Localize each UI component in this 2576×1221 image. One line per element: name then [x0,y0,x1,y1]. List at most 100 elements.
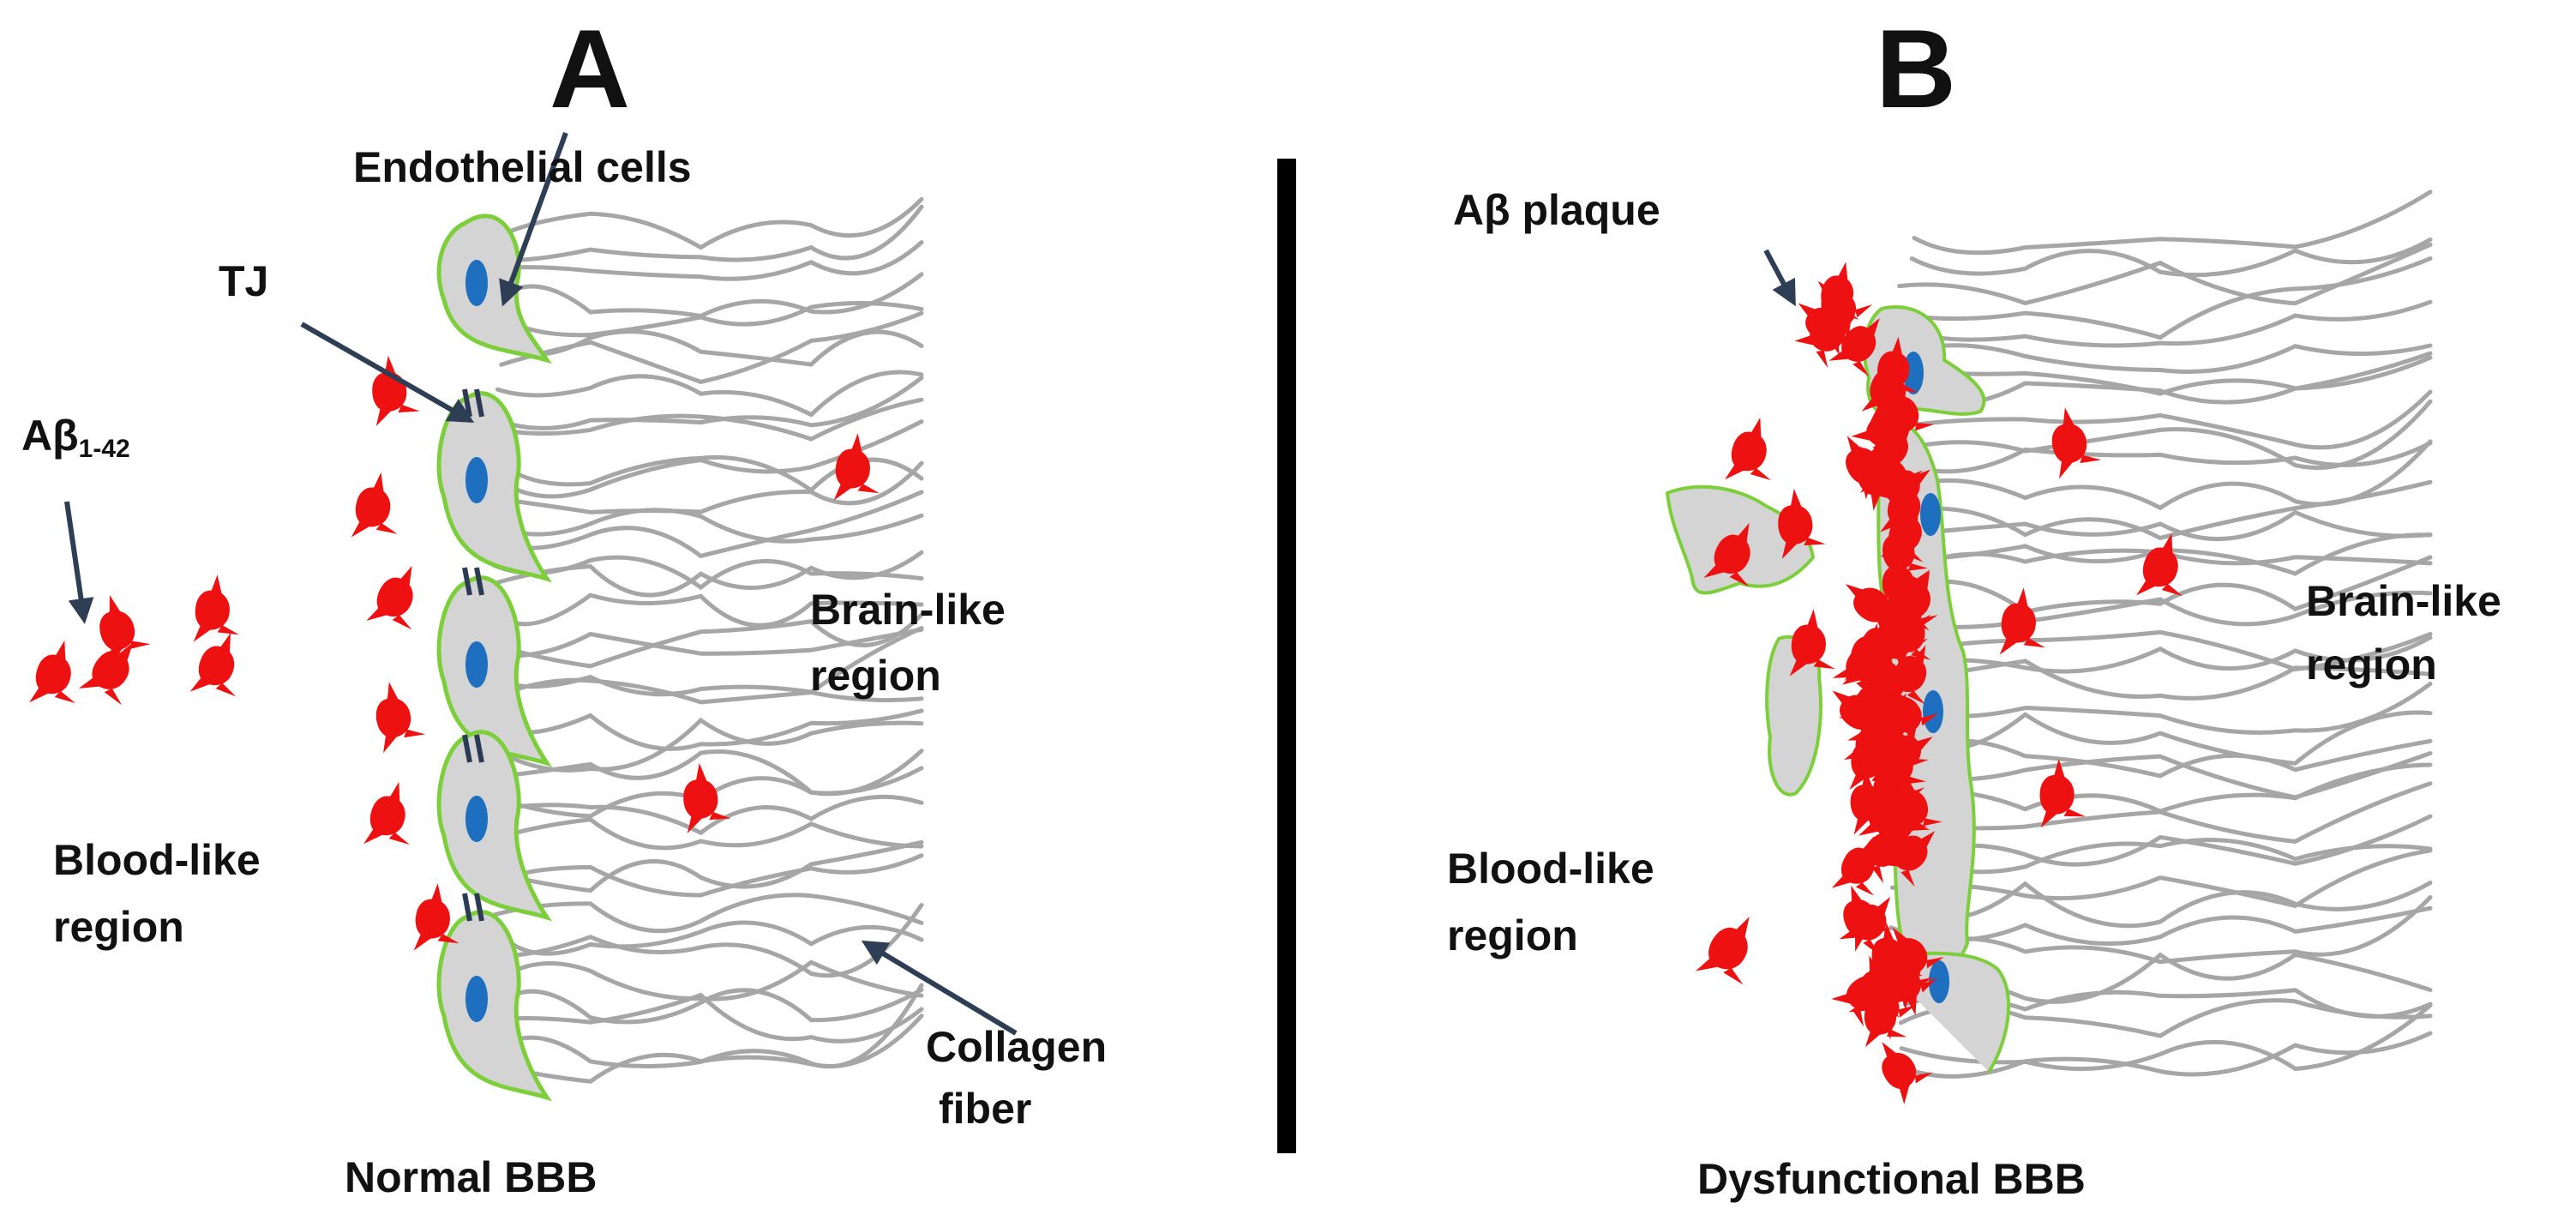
collagen-fiber [1900,1031,2433,1079]
abeta-peptide [365,676,428,754]
collagen-fiber [1912,189,2433,256]
collagen-fiber [1903,838,2433,875]
collagen-fiber [1908,781,2433,844]
cell-nucleus [1923,690,1943,733]
collagen-label-line2: fiber [939,1085,1031,1133]
collagen-fiber [501,625,924,697]
collagen-fibers-b [1888,189,2433,1079]
collagen-fiber [485,240,924,281]
collagen-fiber [1907,751,2433,800]
collagen-fiber [1894,814,2433,867]
blood-like-label-b-line1: Blood-like [1447,845,1654,893]
panel-a: A Endothelial cells TJ Aβ1-42 Brain-like… [21,6,1107,1201]
abeta-peptide [366,557,433,637]
abeta-peptide [1864,1029,1937,1104]
collagen-fiber [493,959,924,1001]
collagen-fiber [1901,509,2433,542]
cell-nucleus [465,260,488,306]
abeta-peptide [1696,905,1771,992]
collagen-fiber [1892,441,2433,474]
collagen-fiber [494,902,924,978]
cell-nucleus [465,457,488,503]
collagen-fiber [502,204,924,262]
tight-junction [462,893,472,922]
panel-divider [1277,159,1296,1153]
endothelial-cell [436,214,552,364]
abeta-peptide [1725,412,1782,488]
collagen-fiber [1888,479,2433,541]
endothelial-cell [436,730,552,922]
collagen-fiber [502,853,924,898]
brain-like-label-line1: Brain-like [810,586,1006,634]
endothelial-cell [436,910,552,1102]
collagen-fibers-a [477,196,924,1084]
collagen-arrow [861,940,1018,1036]
collagen-fiber [489,893,924,934]
collagen-fiber [1891,256,2433,340]
collagen-fiber [489,817,924,851]
collagen-fiber [478,550,924,598]
collagen-fiber [1911,343,2433,374]
endothelial-cells-label: Endothelial cells [353,143,692,191]
endothelial-cell [436,575,552,767]
collagen-fiber [480,627,924,659]
endothelial-cell [436,391,552,583]
panel-a-letter: A [549,6,630,131]
abeta-peptide [29,635,87,711]
cell-nucleus [1929,960,1949,1003]
brain-like-label-b-line2: region [2306,641,2437,689]
abeta-peptide [193,574,239,642]
abeta-peptide [189,626,252,704]
collagen-fiber [501,920,924,956]
collagen-fiber [501,708,924,751]
tight-junction [462,567,472,596]
collagen-fiber [487,397,924,442]
tj-arrow [300,322,475,423]
collagen-fiber [482,508,924,544]
cell-nucleus [465,641,488,688]
tj-label: TJ [219,257,268,305]
collagen-fiber [1909,237,2433,278]
tight-junction [462,734,472,763]
abeta-peptide [676,759,733,833]
panel-b: B Aβ plaque Brain-like region Blood-like… [1447,6,2501,1203]
collagen-label-line1: Collagen [926,1023,1107,1071]
abeta-peptide [351,470,403,542]
cell-nucleus [465,976,488,1022]
abeta-plaque-label: Aβ plaque [1453,186,1660,234]
collagen-fiber [1890,894,2433,965]
collagen-fiber [491,555,924,591]
brain-like-label-line2: region [810,652,941,700]
collagen-fiber [496,490,924,559]
collagen-fiber [1905,710,2433,766]
collagen-fiber [1905,681,2433,735]
blood-like-label-line1: Blood-like [53,836,261,884]
tight-junction [474,567,484,596]
tight-junction [474,893,484,922]
collagen-fiber [480,376,924,430]
endothelial-arrow [499,131,568,307]
collagen-fiber [1906,635,2433,674]
collagen-fiber [495,987,924,1025]
collagen-fiber [1888,659,2433,701]
collagen-fiber [1900,389,2433,450]
collagen-fiber [501,196,924,250]
dysfunctional-bbb-caption: Dysfunctional BBB [1697,1155,2086,1203]
collagen-fiber [501,301,924,338]
collagen-fiber [502,592,924,628]
collagen-fiber [484,839,924,893]
collagen-fiber [1888,905,2433,947]
collagen-fiber [499,310,924,384]
abeta-peptide [363,777,421,852]
brain-like-label-b-line1: Brain-like [2306,577,2501,625]
abeta-peptide [413,883,459,951]
abeta-label: Aβ1-42 [21,412,130,463]
collagen-fiber [479,460,924,514]
collagen-fiber [1889,848,2433,909]
cell-nucleus [1920,493,1941,536]
tight-junction [474,388,484,418]
collagen-fiber [477,677,924,707]
cell-nucleus [465,796,488,842]
collagen-fiber [1893,555,2433,615]
